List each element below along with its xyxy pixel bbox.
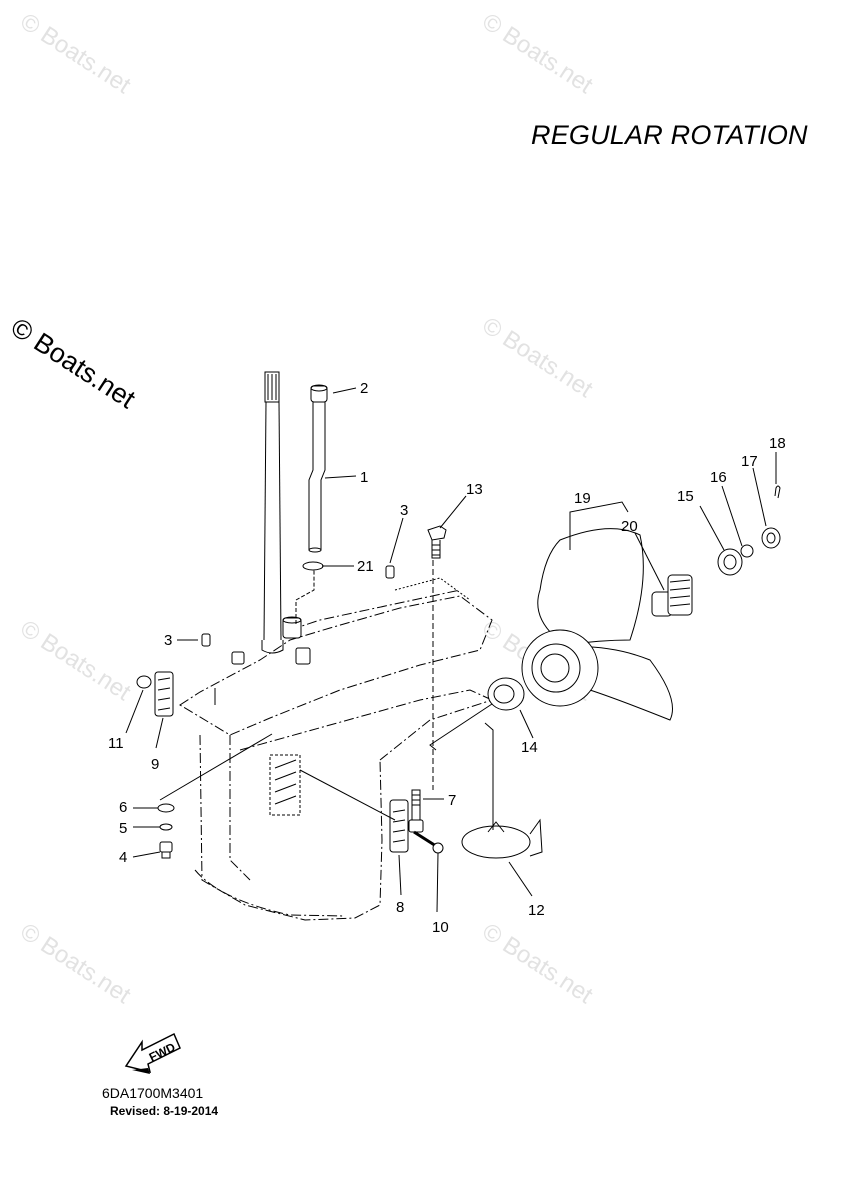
callout-21: 21 <box>357 558 374 575</box>
callout-9: 9 <box>151 756 159 773</box>
callout-12: 12 <box>528 902 545 919</box>
revised-date: Revised: 8-19-2014 <box>110 1104 219 1118</box>
callout-10: 10 <box>432 919 449 936</box>
bolt <box>408 789 424 833</box>
callout-5: 5 <box>119 820 127 837</box>
callout-1: 1 <box>360 469 368 486</box>
callout-15: 15 <box>677 488 694 505</box>
callout-16: 16 <box>710 469 727 486</box>
anode <box>389 799 409 853</box>
dowel-pin <box>201 633 211 647</box>
nut <box>136 675 152 689</box>
o-ring <box>302 561 324 571</box>
callout-13: 13 <box>466 481 483 498</box>
leader-lines <box>125 387 777 913</box>
callout-6: 6 <box>119 799 127 816</box>
bolt <box>427 525 447 559</box>
anode-plate <box>461 818 543 859</box>
prop-nut <box>761 527 781 549</box>
washer <box>157 803 175 813</box>
thrust-washer <box>487 677 525 711</box>
trim-tab-anode <box>154 671 174 717</box>
callout-20: 20 <box>621 518 638 535</box>
drive-shaft <box>261 371 284 654</box>
diagram-code: 6DA1700M3401 <box>102 1085 204 1101</box>
spline-washer <box>651 574 693 617</box>
callout-8: 8 <box>396 899 404 916</box>
callout-2: 2 <box>360 380 368 397</box>
callout-3: 3 <box>400 502 408 519</box>
callout-labels: 1 2 3 3 4 5 6 7 8 9 10 11 12 13 14 15 16… <box>108 380 786 936</box>
callout-3: 3 <box>164 632 172 649</box>
spring-washer <box>159 823 173 831</box>
bolt <box>159 841 173 859</box>
fwd-arrow-icon: FWD <box>124 1032 181 1074</box>
callout-17: 17 <box>741 453 758 470</box>
grommet <box>310 384 328 403</box>
dowel-pin <box>385 565 395 579</box>
callout-7: 7 <box>448 792 456 809</box>
spacer <box>717 548 743 576</box>
callout-19: 19 <box>574 490 591 507</box>
water-tube <box>308 400 326 553</box>
callout-14: 14 <box>521 739 538 756</box>
lower-casing <box>179 589 493 921</box>
page-title: REGULAR ROTATION <box>531 120 808 150</box>
washer <box>740 544 754 558</box>
screw <box>413 830 444 854</box>
cotter-pin <box>774 485 781 499</box>
callout-4: 4 <box>119 849 127 866</box>
callout-11: 11 <box>108 735 124 752</box>
callout-18: 18 <box>769 435 786 452</box>
propeller <box>521 528 673 721</box>
